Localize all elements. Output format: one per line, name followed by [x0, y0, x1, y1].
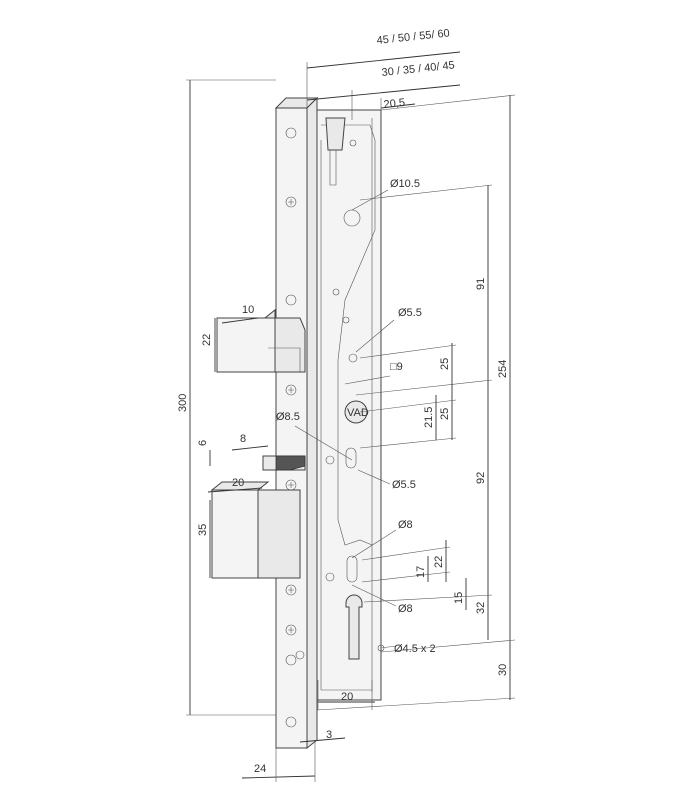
label-6: 6	[197, 440, 209, 446]
label-20-bottom: 20	[341, 691, 353, 703]
label-d10-5: Ø10.5	[390, 178, 420, 190]
label-10: 10	[242, 304, 254, 316]
label-30: 30	[497, 664, 509, 676]
latch	[262, 455, 306, 471]
lock-case: VAD	[295, 109, 385, 701]
auxiliary-latch	[216, 308, 306, 373]
label-300: 300	[177, 394, 189, 412]
label-24: 24	[254, 763, 266, 775]
faceplate-screw-holes	[285, 127, 297, 728]
label-92: 92	[475, 472, 487, 484]
label-20-bolt: 20	[232, 477, 244, 489]
label-d8-5: Ø8.5	[276, 411, 300, 423]
dimension-lines	[186, 51, 516, 782]
label-d8-top: Ø8	[398, 519, 413, 531]
label-17: 17	[415, 566, 427, 578]
label-d5-5-bottom: Ø5.5	[392, 479, 416, 491]
label-d8-bottom: Ø8	[398, 603, 413, 615]
label-3: 3	[326, 729, 332, 741]
label-25-a: 25	[439, 358, 451, 370]
dimension-labels: 45 / 50 / 55/ 60 30 / 35 / 40/ 45 20,5 Ø…	[177, 27, 509, 775]
label-d5-5-top: Ø5.5	[398, 307, 422, 319]
label-backset-outer: 45 / 50 / 55/ 60	[376, 27, 450, 47]
label-91: 91	[475, 278, 487, 290]
faceplate	[274, 96, 319, 750]
label-d4-5x2: Ø4.5 x 2	[394, 643, 436, 655]
label-254: 254	[497, 360, 509, 378]
label-22-left: 22	[201, 334, 213, 346]
deadbolt	[210, 481, 301, 579]
label-32: 32	[475, 602, 487, 614]
label-22-right: 22	[433, 556, 445, 568]
label-20-5: 20,5	[383, 97, 406, 111]
label-backset-inner: 30 / 35 / 40/ 45	[381, 59, 455, 79]
lock-logo: VAD	[347, 407, 369, 419]
label-sq9: □9	[390, 361, 403, 373]
label-15: 15	[453, 592, 465, 604]
label-21-5: 21.5	[423, 407, 435, 428]
label-8: 8	[240, 433, 246, 445]
label-35: 35	[197, 524, 209, 536]
label-25-b: 25	[439, 408, 451, 420]
